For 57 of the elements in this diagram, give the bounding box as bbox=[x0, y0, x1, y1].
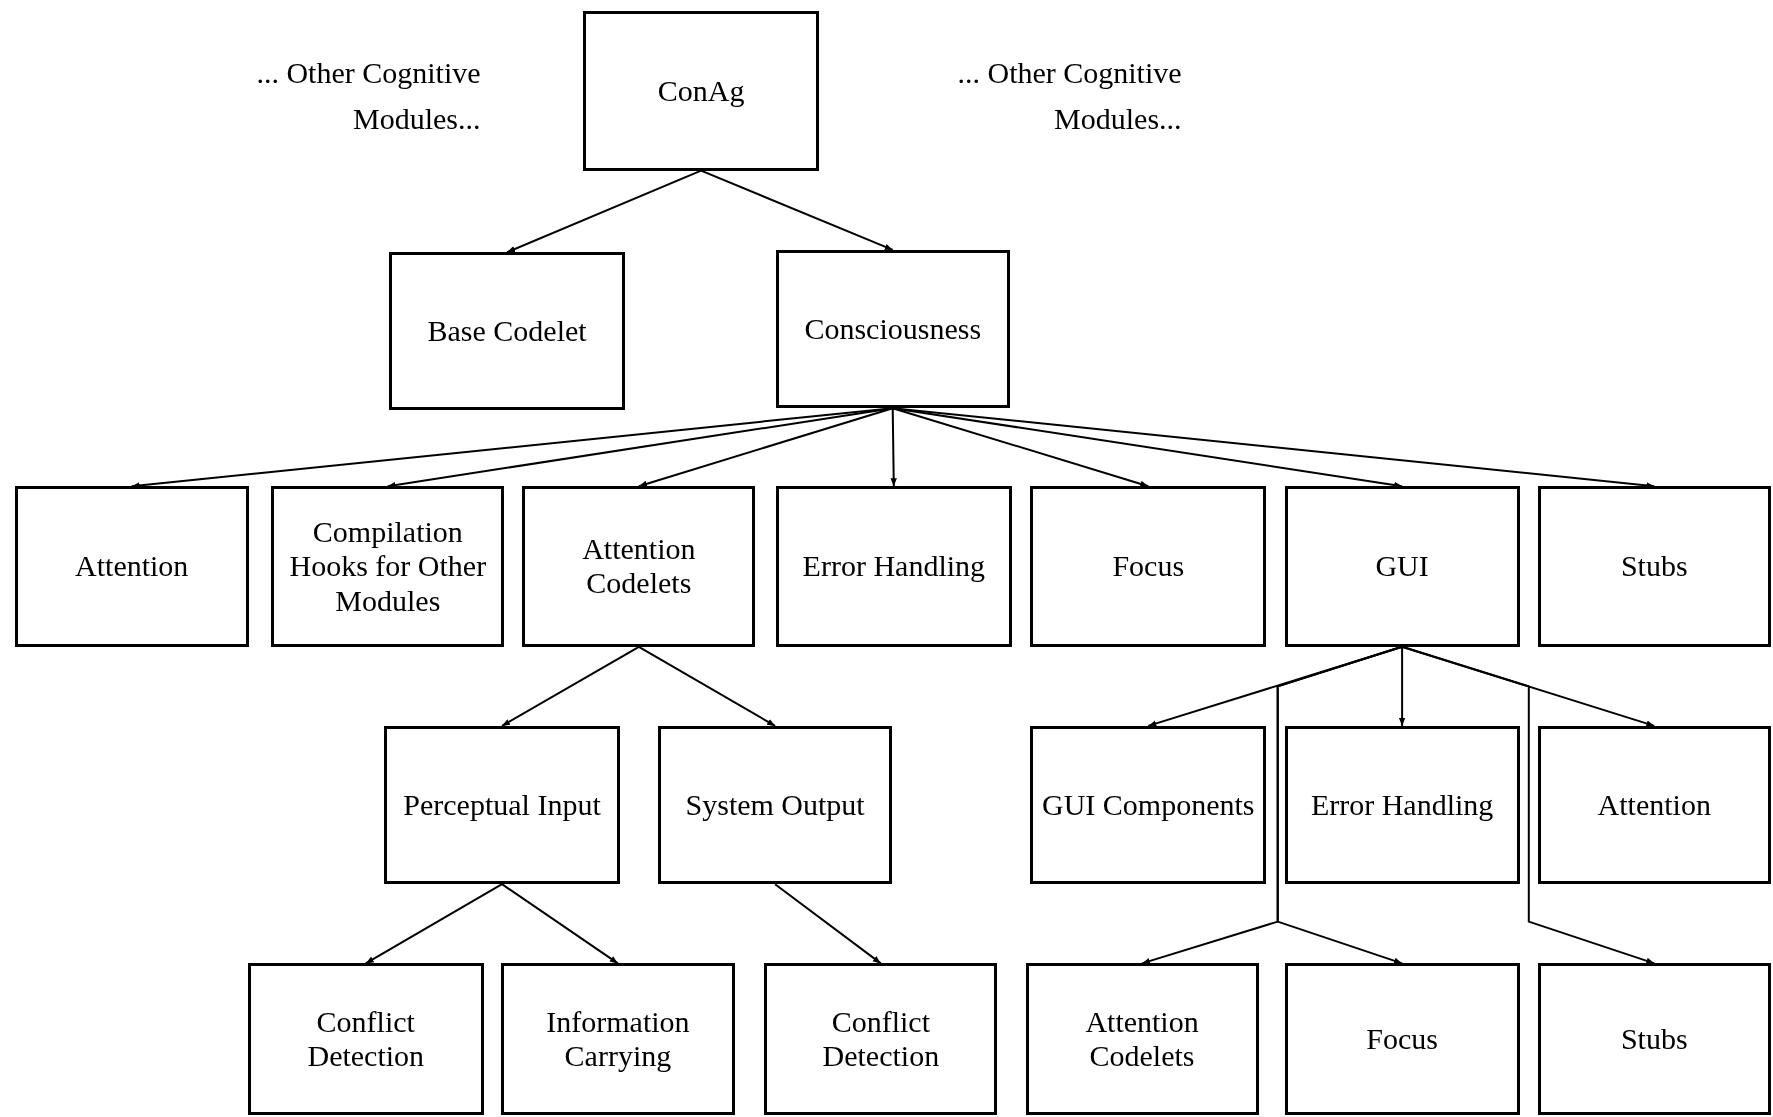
arrow bbox=[637, 407, 894, 488]
module-name: Error Handling bbox=[1309, 787, 1495, 823]
module-name: Perceptual Input bbox=[402, 787, 602, 823]
module-name: ConAg bbox=[656, 73, 746, 109]
module-box bbox=[583, 11, 819, 171]
module-name: Conflict Detection bbox=[306, 1004, 426, 1074]
module-name: Attention Codelets bbox=[581, 532, 697, 601]
arrow bbox=[891, 407, 1150, 488]
note-text: ... Other Cognitive Modules... bbox=[956, 54, 1182, 138]
module-name: GUI Components bbox=[1041, 787, 1256, 823]
module-name: Consciousness bbox=[803, 311, 983, 347]
module-box bbox=[271, 486, 505, 647]
module-box bbox=[247, 963, 484, 1115]
module-name: Stubs bbox=[1619, 549, 1689, 584]
module-box bbox=[1537, 725, 1771, 885]
arrow bbox=[700, 169, 894, 251]
module-box bbox=[1025, 963, 1259, 1115]
module-box bbox=[1030, 486, 1267, 647]
module-name: Stubs bbox=[1619, 1021, 1689, 1057]
module-box bbox=[1284, 963, 1520, 1115]
arrow bbox=[774, 883, 882, 965]
module-name: GUI bbox=[1374, 549, 1430, 584]
arrow bbox=[506, 169, 703, 254]
note-text: ... Other Cognitive Modules... bbox=[255, 54, 481, 138]
module-name: System Output bbox=[684, 787, 866, 823]
module-name: Base Codelet bbox=[426, 314, 588, 349]
arrow bbox=[1276, 645, 1404, 965]
module-box bbox=[384, 725, 620, 885]
module-name: Attention bbox=[1596, 787, 1712, 823]
module-box bbox=[764, 963, 998, 1115]
module-box bbox=[522, 486, 756, 647]
arrow bbox=[501, 883, 619, 965]
module-box bbox=[1030, 725, 1267, 885]
module-name: Attention bbox=[74, 549, 190, 584]
module-box bbox=[775, 249, 1010, 409]
module-name: Focus bbox=[1111, 549, 1186, 584]
arrow bbox=[1401, 645, 1656, 965]
arrow bbox=[890, 407, 897, 488]
module-name: Information Carrying bbox=[545, 1004, 691, 1074]
module-box bbox=[500, 963, 735, 1115]
module-name: Compilation Hooks for Other Modules bbox=[288, 514, 488, 619]
module-box bbox=[775, 486, 1012, 647]
arrow bbox=[364, 883, 503, 965]
module-name: Focus bbox=[1365, 1021, 1439, 1057]
module-box bbox=[658, 725, 893, 885]
module-box bbox=[1537, 963, 1771, 1115]
module-box bbox=[1537, 486, 1771, 647]
module-box bbox=[388, 252, 626, 411]
module-box bbox=[14, 486, 249, 647]
module-name: Conflict Detection bbox=[821, 1004, 941, 1074]
arrow bbox=[1398, 645, 1406, 727]
module-name: Error Handling bbox=[801, 549, 987, 584]
module-box bbox=[1284, 486, 1520, 647]
module-box bbox=[1284, 725, 1520, 885]
module-name: Attention Codelets bbox=[1084, 1004, 1200, 1074]
arrow bbox=[637, 645, 777, 727]
arrow bbox=[501, 645, 640, 727]
